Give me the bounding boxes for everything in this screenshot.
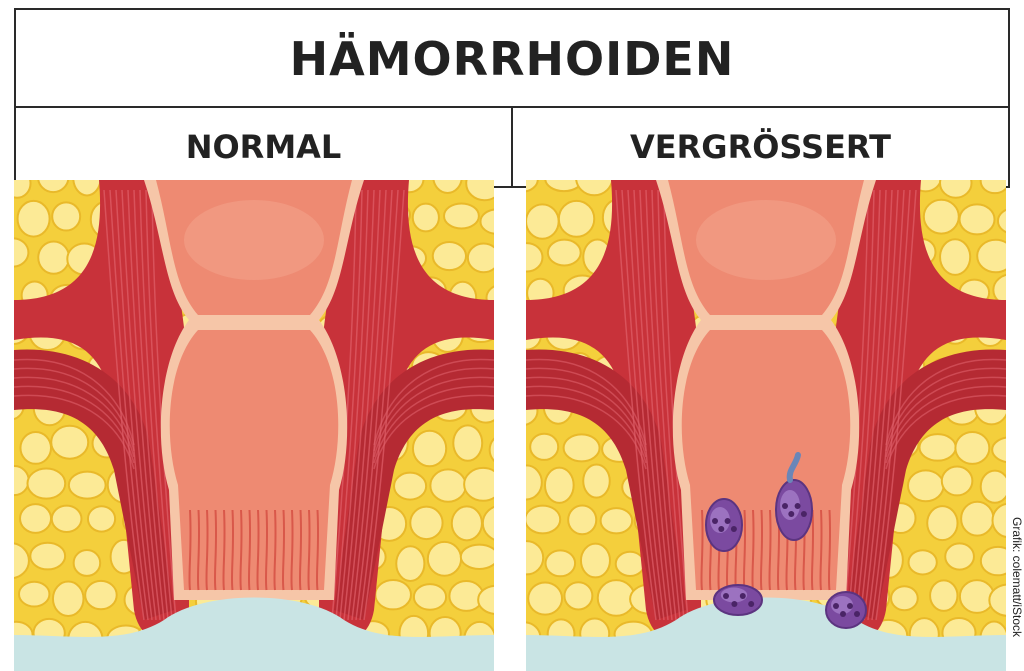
title-bar: HÄMORRHOIDEN [14,8,1010,108]
diagram-title: HÄMORRHOIDEN [290,32,735,86]
panel-enlarged [526,180,1006,671]
image-credit: Grafik: colematt/iStock [1008,517,1024,667]
internal-hemorrhoid-right [776,480,812,540]
external-hemorrhoid-left [714,585,762,615]
panel-normal [14,180,494,671]
anatomy-illustration [526,180,1006,671]
panel-label-enlarged: VERGRÖSSERT [511,108,1008,186]
mucosa-highlight [184,200,324,280]
panel-header-row: NORMAL VERGRÖSSERT [14,106,1010,188]
mucosa-highlight [696,200,836,280]
external-hemorrhoid-right [826,592,866,628]
anal-canal-mucosa [682,330,851,590]
panel-label-normal: NORMAL [16,108,511,186]
internal-hemorrhoid-left [706,499,742,551]
anatomy-illustration [14,180,494,671]
anal-canal-mucosa [170,330,339,590]
